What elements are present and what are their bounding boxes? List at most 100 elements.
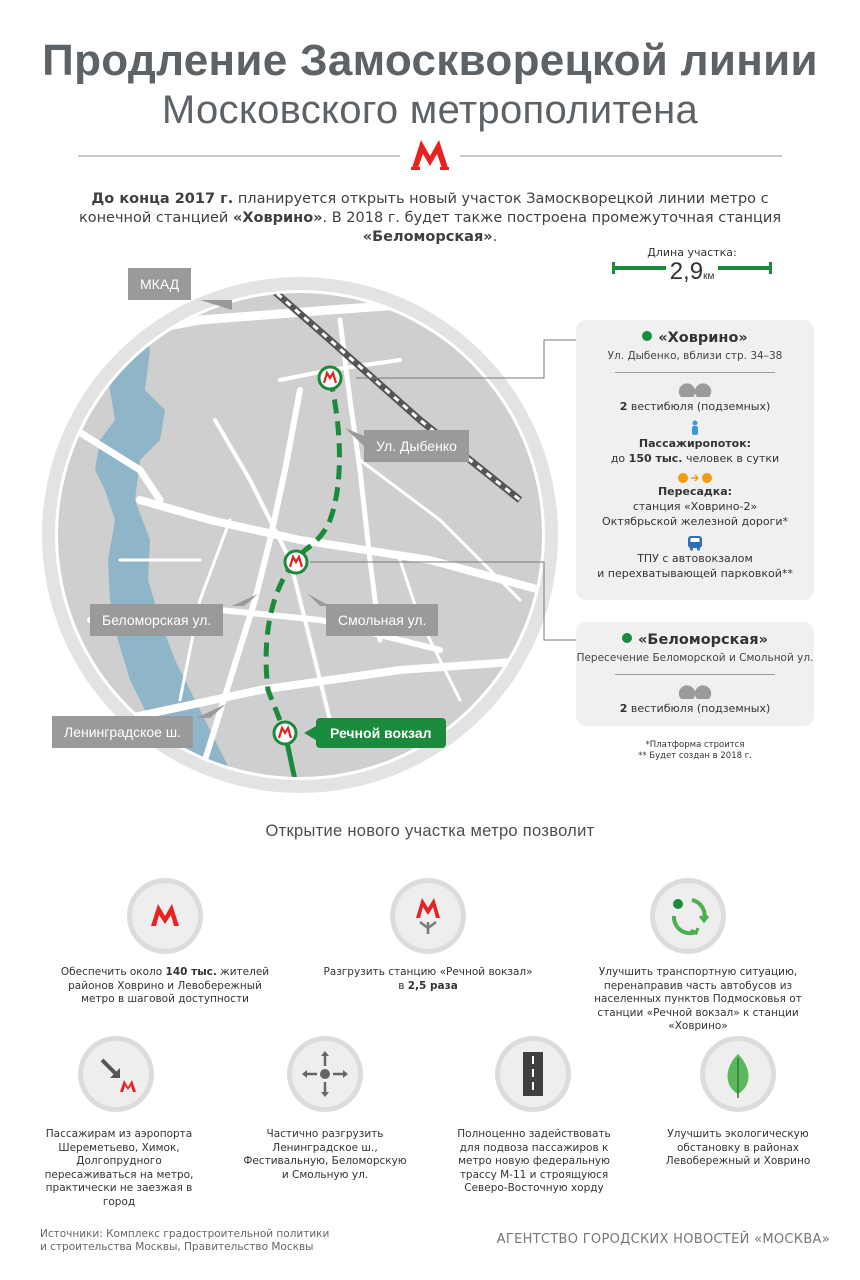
pointer-belomorskaya	[232, 594, 258, 606]
map-label-leningradskoe: Ленинградское ш.	[52, 716, 193, 748]
card-divider	[615, 372, 775, 373]
card-divider	[615, 674, 775, 675]
leader-khovrino	[356, 339, 578, 379]
benefit-text-3: Улучшить транспортную ситуацию, перенапр…	[594, 966, 802, 1032]
length-bar-tick-right	[769, 262, 772, 274]
station-marker-belomorskaya[interactable]	[283, 549, 309, 575]
benefit-1-suffix: жителей районов Ховрино и Левобережный м…	[68, 966, 270, 1005]
sources-line-1: Источники: Комплекс градостроительной по…	[40, 1228, 330, 1240]
arrow-to-metro-icon	[100, 1058, 136, 1092]
intro-text: До конца 2017 г. планируется открыть нов…	[60, 190, 800, 247]
benefit-icon-4	[78, 1036, 154, 1112]
agency-credit: АГЕНТСТВО ГОРОДСКИХ НОВОСТЕЙ «МОСКВА»	[496, 1232, 830, 1247]
pointer-mkad	[200, 300, 232, 310]
title-line-2: Московского метрополитена	[161, 88, 699, 132]
map-area	[58, 293, 542, 777]
benefit-text-2: Разгрузить станцию «Речной вокзал» в 2,5…	[320, 966, 536, 993]
length-value: 2,9км	[612, 258, 772, 286]
footnote-2: ** Будет создан в 2018 г.	[638, 751, 752, 761]
map-label-smolnaya: Смольная ул.	[326, 604, 439, 636]
station-address: Пересечение Беломорской и Смольной ул.	[576, 652, 814, 664]
station-card-khovrino: «Ховрино» Ул. Дыбенко, вблизи стр. 34–38…	[576, 320, 814, 600]
intro-station-khovrino: «Ховрино»	[232, 210, 323, 226]
station-name: «Ховрино»	[576, 330, 814, 346]
person-icon	[692, 420, 698, 435]
map-label-dybenko: Ул. Дыбенко	[364, 430, 469, 462]
flow-title: Пассажиропоток:	[576, 436, 814, 451]
vestibules-desc: вестибюля (подземных)	[627, 400, 771, 413]
benefit-1-bold: 140 тыс.	[165, 966, 217, 978]
station-dot-icon	[642, 331, 653, 341]
map-label-belomorskaya: Беломорская ул.	[90, 604, 224, 636]
divider-left	[78, 155, 400, 157]
station-marker-rechnoy[interactable]	[272, 720, 298, 746]
four-directions-icon	[302, 1051, 348, 1097]
intro-part-1: планируется открыть новый участок Замоск…	[78, 191, 769, 226]
intro-date: До конца 2017 г.	[91, 191, 234, 207]
flow-prefix: до	[610, 452, 629, 465]
transfer-icon	[678, 473, 712, 483]
sources-line-2: и строительства Москвы, Правительство Мо…	[40, 1241, 314, 1253]
benefit-icon-1	[127, 878, 203, 954]
station-name-text: «Беломорская»	[638, 632, 768, 648]
pointer-rechnoy	[304, 726, 316, 740]
length-bar-tick-left	[612, 262, 615, 274]
flow-suffix: человек в сутки	[682, 452, 780, 465]
leaf-icon	[727, 1054, 749, 1098]
road-icon	[523, 1052, 543, 1096]
benefit-icon-3	[650, 878, 726, 954]
station-marker-khovrino[interactable]	[317, 365, 343, 391]
map-label-mkad: МКАД	[128, 268, 192, 300]
metro-m-logo-icon	[411, 140, 449, 170]
benefit-text-1: Обеспечить около 140 тыс. жителей районо…	[60, 966, 270, 1007]
station-dot-icon	[622, 633, 633, 643]
flow-number: 150 тыс.	[628, 452, 683, 465]
map-label-rechnoy-vokzal: Речной вокзал	[316, 718, 446, 748]
transfer-title-text: Пересадка:	[657, 485, 733, 498]
intro-station-belomorskaya: «Беломорская»	[362, 229, 493, 245]
benefit-text-5: Частично разгрузить Ленинградское ш., Фе…	[243, 1128, 407, 1181]
metro-m-icon	[151, 904, 179, 926]
benefit-icon-5	[287, 1036, 363, 1112]
route-map	[42, 277, 578, 793]
flow-title-text: Пассажиропоток:	[638, 437, 752, 450]
vestibules-count: 2	[619, 400, 628, 413]
benefit-2-bold: 2,5 раза	[407, 979, 458, 992]
tpu-line-1: ТПУ с автовокзалом	[637, 552, 753, 565]
new-line-section	[263, 377, 342, 734]
vestibules-text: 2 вестибюля (подземных)	[576, 701, 814, 716]
title-line-1: Продление Замоскворецкой линии	[42, 36, 818, 85]
transfer-title: Пересадка:	[576, 484, 814, 499]
intro-part-2: . В 2018 г. будет также построена промеж…	[322, 210, 782, 226]
bus-icon	[688, 536, 702, 551]
tpu-line-2: и перехватывающей парковкой**	[597, 567, 793, 580]
railway-dashes	[249, 293, 521, 502]
benefit-text-7: Улучшить экологическую обстановку в райо…	[665, 1128, 811, 1167]
divider-right	[460, 155, 782, 157]
benefit-icon-2	[390, 878, 466, 954]
benefit-text-6: Полноценно задействовать для подвоза пас…	[457, 1128, 611, 1194]
footnote-1: *Платформа строится	[645, 740, 745, 750]
pointer-leningradskoe	[196, 704, 226, 718]
river	[95, 300, 240, 777]
station-address: Ул. Дыбенко, вблизи стр. 34–38	[607, 350, 783, 362]
vestibule-icon	[678, 685, 712, 699]
length-unit: км	[703, 271, 715, 282]
station-card-belomorskaya: «Беломорская» Пересечение Беломорской и …	[576, 622, 814, 726]
pointer-dybenko	[345, 428, 364, 446]
transfer-line-1: станция «Ховрино-2»	[632, 500, 758, 513]
leader-belomorskaya	[310, 561, 578, 641]
sources: Источники: Комплекс градостроительной по…	[40, 1228, 340, 1254]
vestibules-desc: вестибюля (подземных)	[627, 702, 771, 715]
route-arrows-icon	[671, 898, 710, 936]
metro-unload-icon	[416, 898, 440, 934]
benefit-icon-6	[495, 1036, 571, 1112]
benefit-1-prefix: Обеспечить около	[60, 966, 166, 978]
vestibules-text: 2 вестибюля (подземных)	[576, 399, 814, 414]
length-label: Длина участка:	[647, 246, 737, 259]
benefit-2-prefix: Разгрузить станцию «Речной вокзал» в	[323, 966, 533, 992]
length-number: 2,9	[669, 258, 704, 285]
benefits-title: Открытие нового участка метро позволит	[265, 822, 595, 840]
footnotes: *Платформа строится ** Будет создан в 20…	[590, 740, 800, 762]
benefit-text-4: Пассажирам из аэропорта Шереметьево, Хим…	[44, 1128, 194, 1208]
